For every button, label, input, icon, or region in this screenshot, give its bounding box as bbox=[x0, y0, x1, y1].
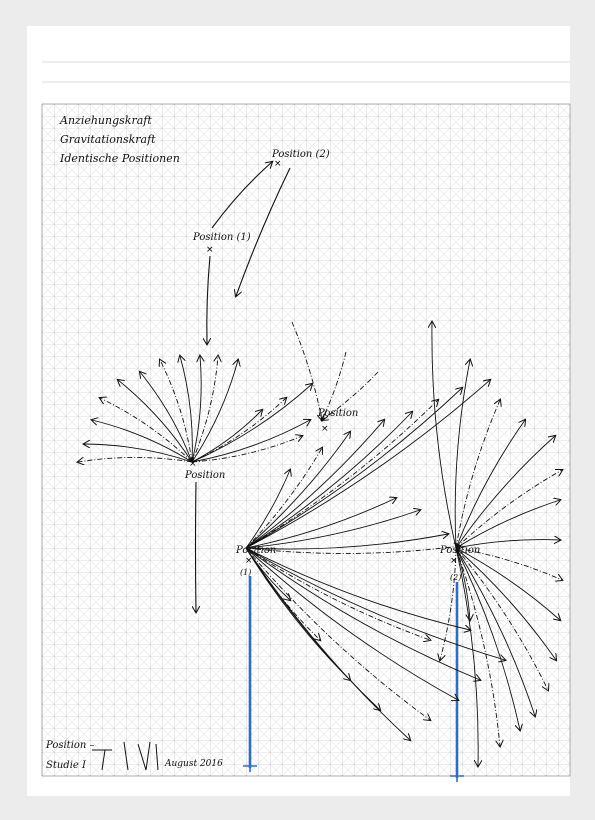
ray-lower-right-10 bbox=[455, 547, 556, 660]
heading-line-2: Gravitationskraft bbox=[60, 133, 156, 146]
ray-center-8 bbox=[191, 356, 201, 463]
ray-lower-left-17 bbox=[245, 547, 430, 720]
grid-area bbox=[41, 103, 571, 777]
ray-lower-left-5 bbox=[245, 400, 438, 549]
arrow-pos2-down bbox=[236, 167, 291, 296]
arrow-center-down bbox=[196, 481, 197, 612]
ray-lower-right-13 bbox=[455, 547, 520, 730]
ray-center-2 bbox=[92, 420, 193, 463]
marker-position-1: × bbox=[206, 245, 214, 255]
signature-scribble bbox=[92, 741, 159, 771]
ray-lower-left-8 bbox=[245, 534, 448, 550]
ray-lower-right-4 bbox=[455, 436, 555, 549]
heading-line-1: Anziehungskraft bbox=[59, 114, 152, 127]
ray-center-9 bbox=[191, 356, 218, 463]
ray-lower-right-7 bbox=[455, 540, 560, 549]
marker-position-center: × bbox=[189, 459, 197, 469]
ray-lower-right-16 bbox=[455, 547, 470, 620]
ray-lower-right-2 bbox=[455, 400, 500, 549]
marker-position-2-top: × bbox=[274, 159, 282, 169]
marker-position-lower-right: × bbox=[450, 556, 458, 566]
ray-lower-right-9 bbox=[455, 547, 560, 620]
ray-center-15 bbox=[191, 436, 302, 463]
ray-lower-right-11 bbox=[455, 547, 548, 690]
ray-lower-left-6 bbox=[245, 388, 462, 549]
ray-lower-left-0 bbox=[245, 470, 290, 549]
label-position-2-top: Position (2) bbox=[271, 149, 330, 160]
ray-center-0 bbox=[78, 457, 193, 462]
arrow-pos1-down bbox=[207, 255, 210, 344]
ray-center-4 bbox=[118, 380, 193, 463]
ray-lower-right-5 bbox=[455, 470, 562, 549]
ray-center-3 bbox=[100, 398, 193, 463]
ray-lower-right-17 bbox=[440, 547, 457, 660]
ray-center-13 bbox=[191, 384, 312, 463]
ray-lower-left-9 bbox=[245, 546, 460, 554]
label-position-center: Position bbox=[184, 470, 225, 481]
blue-arrow-left-head bbox=[243, 760, 257, 772]
ray-lower-left-21 bbox=[245, 547, 430, 640]
ray-lower-right-15 bbox=[455, 547, 478, 766]
footer-date: August 2016 bbox=[164, 759, 223, 769]
arrow-pos1-to-pos2 bbox=[211, 162, 272, 229]
ray-center-7 bbox=[180, 356, 193, 463]
ray-lower-right-0 bbox=[432, 322, 457, 549]
footer-title-line-1: Position – bbox=[45, 740, 95, 751]
label-position-1: Position (1) bbox=[192, 232, 251, 243]
ray-lower-left-20 bbox=[245, 547, 505, 660]
ray-lower-right-1 bbox=[454, 360, 470, 549]
marker-position-lower-left: × bbox=[245, 556, 253, 566]
ray-lower-left-19 bbox=[245, 547, 480, 680]
label-position-right-upper: Position bbox=[317, 408, 358, 419]
ray-center-14 bbox=[191, 420, 310, 463]
ray-lower-left-2 bbox=[245, 432, 350, 549]
footer-title-line-2: Studie I bbox=[46, 760, 87, 771]
ray-lower-right-12 bbox=[455, 547, 535, 716]
ray-center-11 bbox=[191, 410, 262, 463]
ray-lower-left-4 bbox=[245, 412, 412, 549]
label-position-lower-right-num: (2) bbox=[450, 573, 461, 582]
ray-lower-right-14 bbox=[455, 547, 500, 746]
label-position-lower-left-num: (1) bbox=[240, 568, 251, 577]
ray-layer bbox=[78, 322, 562, 766]
ray-lower-left-11 bbox=[245, 498, 396, 549]
ray-lower-right-3 bbox=[455, 420, 525, 549]
marker-position-right-upper: × bbox=[321, 424, 329, 434]
ray-upper-right-in-0 bbox=[291, 321, 322, 420]
ray-lower-right-6 bbox=[455, 500, 560, 549]
ray-lower-left-3 bbox=[245, 420, 384, 549]
ray-lower-left-16 bbox=[245, 547, 410, 740]
blue-arrow-right-head bbox=[450, 770, 464, 782]
ray-center-10 bbox=[191, 360, 238, 463]
ray-center-6 bbox=[160, 360, 193, 463]
label-position-lower-left: Position bbox=[235, 545, 276, 556]
ray-center-5 bbox=[140, 372, 193, 463]
heading-line-3: Identische Positionen bbox=[59, 152, 180, 165]
ray-lower-left-7 bbox=[245, 380, 490, 549]
ray-lower-left-18 bbox=[245, 547, 458, 700]
ray-lower-right-8 bbox=[455, 547, 562, 580]
ray-lower-left-22 bbox=[245, 547, 470, 630]
ray-lower-left-1 bbox=[245, 448, 322, 549]
ray-center-1 bbox=[84, 444, 193, 463]
ray-lower-left-10 bbox=[245, 510, 420, 549]
